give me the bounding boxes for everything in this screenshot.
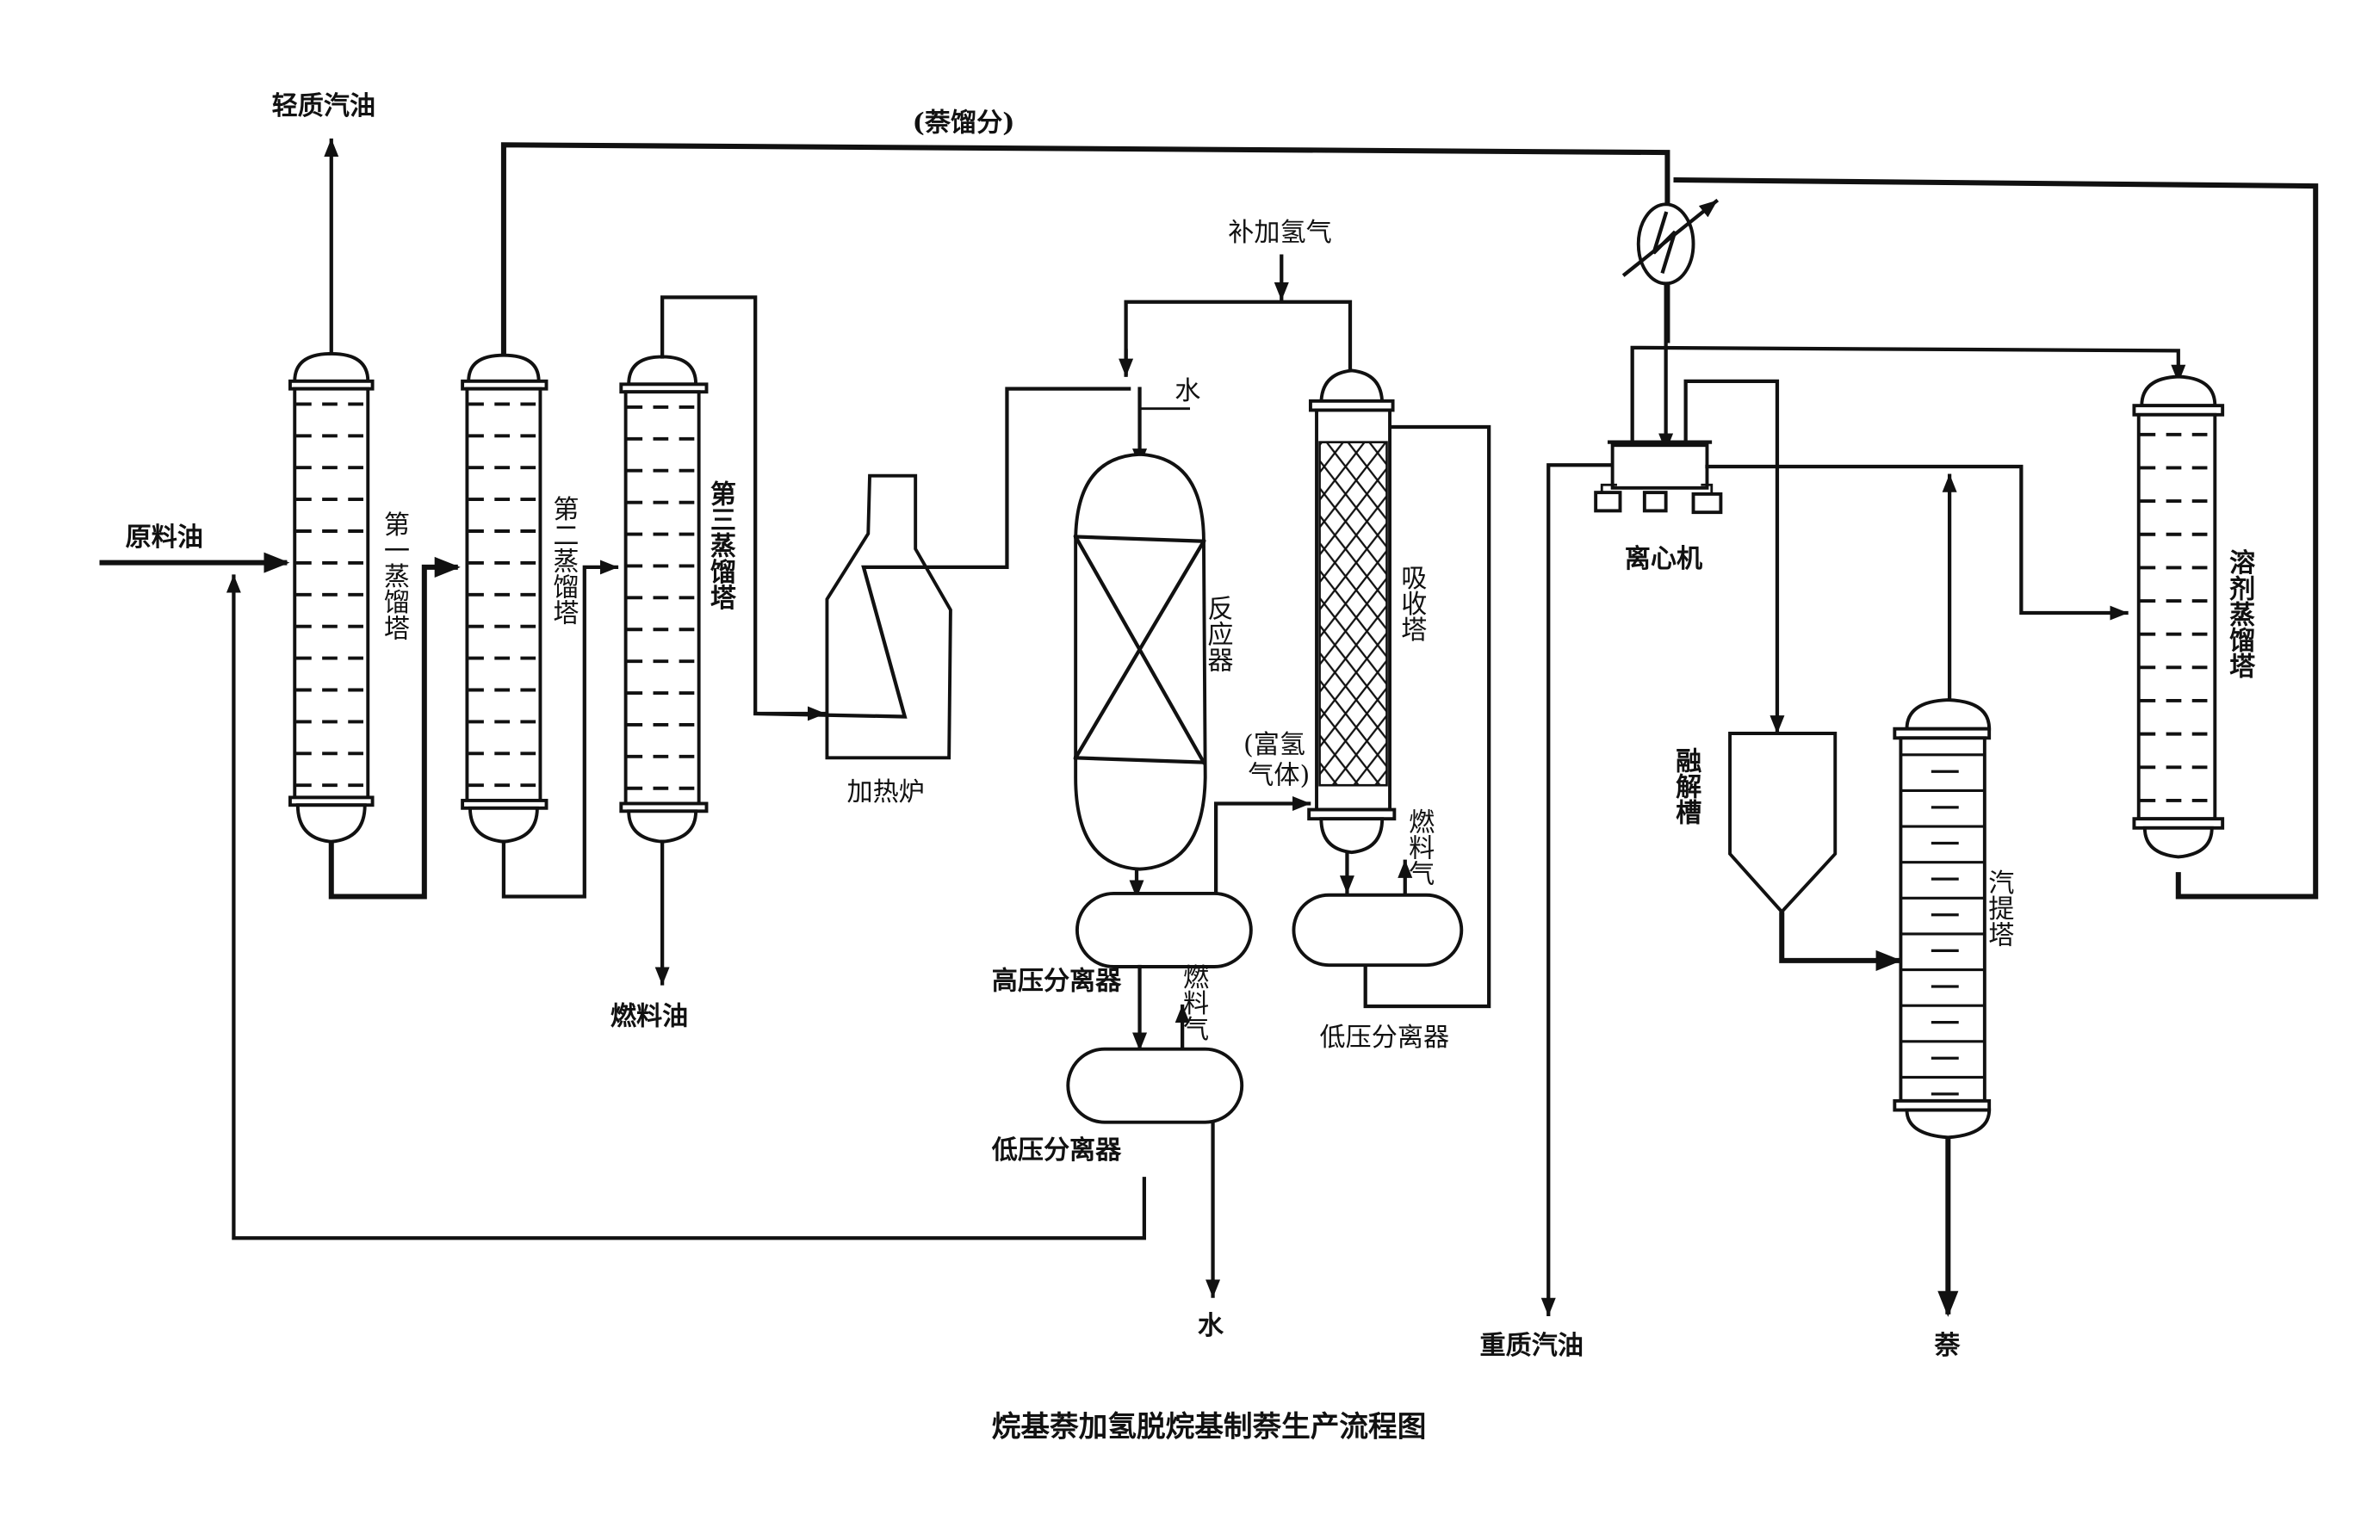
stripper-label: 汽提塔 [1983, 869, 2014, 948]
low-pressure-separator-2 [1292, 893, 1464, 968]
water-out-label: 水 [1198, 1311, 1224, 1341]
column-1-label: 第一蒸馏塔 [379, 510, 410, 640]
melting-tank-label: 融解槽 [1670, 747, 1701, 826]
lp-separator-1-label: 低压分离器 [991, 1135, 1122, 1166]
naphthalene-fraction-label: (萘馏分) [913, 108, 1015, 138]
water-in-label: 水 [1175, 376, 1200, 406]
melting-tank [1728, 732, 1838, 915]
hydrogen-rich-gas-label-1: (富氢 [1243, 730, 1305, 760]
light-gasoline-label: 轻质汽油 [272, 91, 375, 121]
centrifuge [1594, 440, 1723, 515]
heat-exchanger [1621, 198, 1720, 286]
heavy-gasoline-label: 重质汽油 [1480, 1331, 1584, 1361]
naphthalene-fraction-line [500, 142, 1670, 356]
solvent-column-label: 溶剂蒸馏塔 [2224, 548, 2255, 678]
reactor [1073, 452, 1207, 871]
feed-oil-label: 原料油 [126, 523, 203, 553]
column-3 [619, 355, 709, 844]
solvent-recycle-line [1673, 177, 2319, 900]
absorber-tower [1307, 368, 1397, 855]
high-pressure-separator [1075, 892, 1253, 968]
centrifuge-label: 离心机 [1625, 544, 1702, 574]
hydrogen-rich-gas-label-2: 气体) [1248, 760, 1310, 790]
solvent-distillation-column [2132, 374, 2225, 859]
fuel-gas-1-label: 燃料气 [1178, 963, 1209, 1042]
column-2-label: 第二蒸馏塔 [549, 496, 580, 626]
reactor-label: 反应器 [1202, 595, 1233, 673]
diagram-title: 烷基萘加氢脱烷基制萘生产流程图 [992, 1409, 1427, 1444]
heating-furnace [753, 387, 1131, 760]
absorber-label: 吸收塔 [1396, 564, 1426, 642]
heavy-gasoline-line [1540, 463, 1612, 1316]
column-1 [288, 351, 375, 844]
low-pressure-separator-1 [1066, 1047, 1244, 1124]
fuel-oil-label: 燃料油 [610, 1001, 688, 1031]
stripper-column [1893, 698, 1992, 1140]
hp-separator-label: 高压分离器 [992, 967, 1122, 997]
makeup-hydrogen-label: 补加氢气 [1228, 218, 1331, 248]
fuel-gas-2-label: 燃料气 [1404, 808, 1435, 887]
column-3-label: 第三蒸馏塔 [705, 479, 736, 609]
column-2 [461, 353, 549, 844]
naphthalene-product-label: 萘 [1934, 1331, 1961, 1361]
furnace-label: 加热炉 [846, 777, 924, 807]
lp-separator-2-label: 低压分离器 [1320, 1023, 1450, 1053]
recycle-to-feed-line [226, 574, 1146, 1240]
